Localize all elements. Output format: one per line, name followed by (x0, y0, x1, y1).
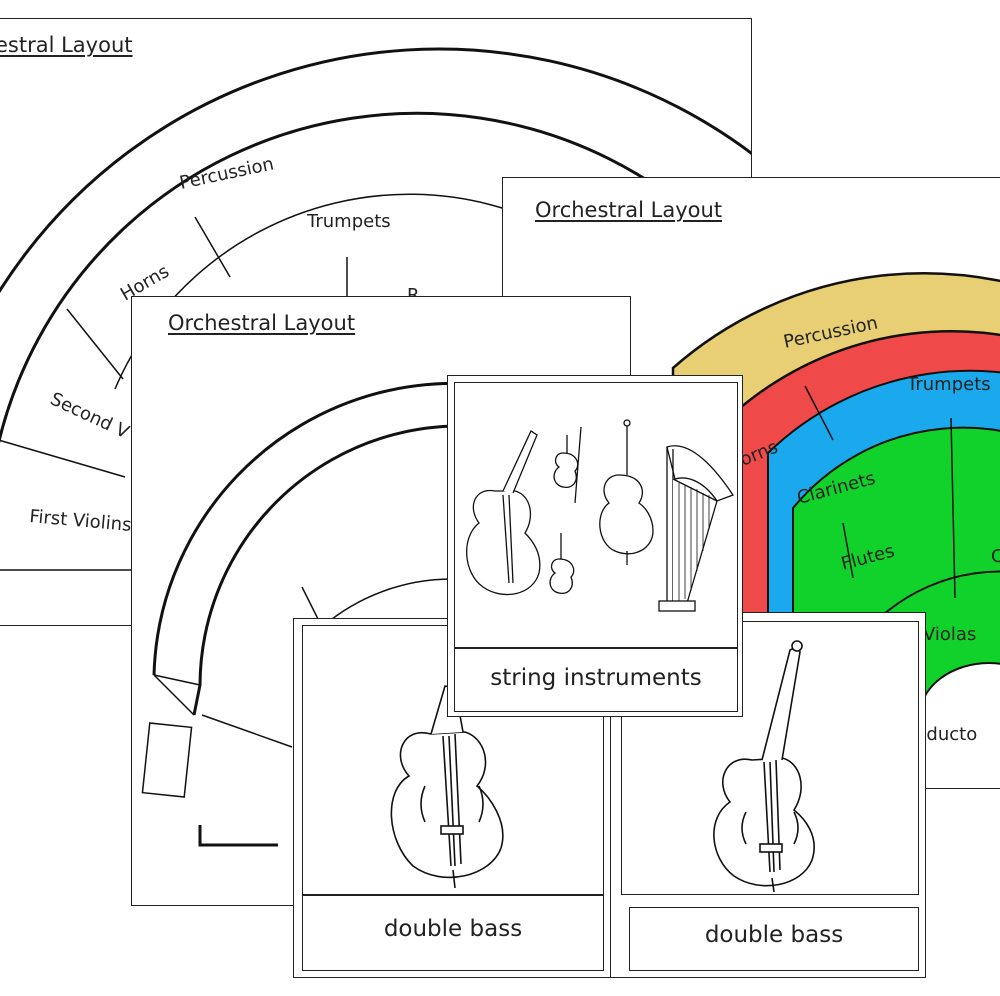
outer-arc (0, 47, 751, 294)
divider-second-first (0, 439, 126, 478)
divider-horns-violins (66, 308, 124, 380)
picture-frame (454, 382, 738, 648)
divider-b (201, 714, 293, 748)
label-trumpets: Trumpets (906, 374, 991, 395)
label-trumpets: Trumpets (306, 211, 391, 232)
label-conductor: nducto (915, 724, 977, 745)
label-partial-c: C (991, 546, 1000, 567)
divider-low (842, 522, 854, 579)
double-bass-icon (713, 640, 815, 893)
orchestra-outline-diagram: Percussion Trumpets Horns R Second V Fir… (0, 47, 751, 571)
label-frame: double bass (629, 907, 919, 971)
label-frame: string instruments (454, 648, 738, 712)
string-instruments-icon (466, 419, 734, 612)
label-frame: double bass (302, 895, 604, 971)
divider-trumpets-horns (194, 216, 231, 278)
card-label: string instruments (490, 665, 702, 691)
divider-woodwinds (950, 417, 956, 599)
label-second-violins: Second V (47, 388, 133, 443)
card-label: double bass (704, 922, 844, 948)
card-double-bass-right: double bass (610, 612, 926, 978)
divider-brass (804, 385, 834, 441)
label-first-violins: First Violins (29, 506, 133, 536)
label-percussion: Percussion (178, 153, 276, 193)
lower-arc (198, 825, 278, 847)
sheet-title: Orchestral Layout (535, 198, 723, 222)
sheet-title: estral Layout (0, 33, 133, 57)
label-violas: Violas (923, 624, 976, 645)
card-string-instruments: string instruments (447, 375, 743, 717)
podium-rect (141, 722, 193, 798)
sheet-title: Orchestral Layout (168, 311, 356, 335)
card-label: double bass (383, 916, 523, 942)
